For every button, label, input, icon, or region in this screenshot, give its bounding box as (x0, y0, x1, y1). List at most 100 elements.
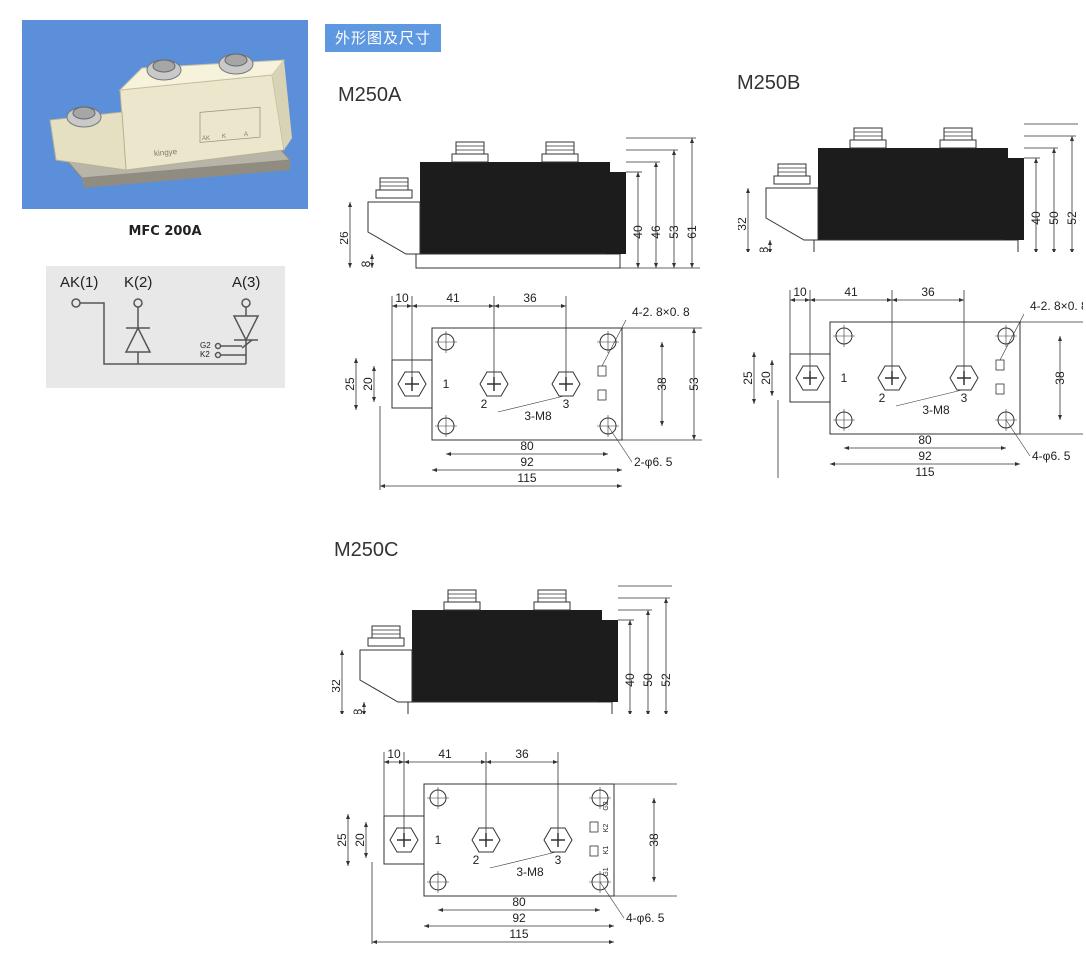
pin-label-a: A(3) (232, 274, 261, 291)
model-title-m250a: M250A (338, 84, 402, 106)
dim-height-right: 52 (1065, 211, 1078, 225)
dim-top-1: 10 (793, 285, 807, 299)
terminal-label-1: 1 (435, 833, 442, 847)
terminal-washer (939, 139, 977, 149)
terminal-nut (943, 127, 973, 141)
dim-bottom-80: 80 (520, 439, 534, 453)
screw-spec: 3-M8 (922, 403, 950, 417)
left-terminal-ledge (367, 201, 421, 255)
terminal-washer (443, 601, 481, 611)
tab-label: K2 (603, 824, 610, 833)
terminal-nut (455, 141, 485, 155)
terminal-nut (777, 163, 807, 177)
circuit-symbol: AK(1) K(2) A(3) G2 K2 (46, 266, 285, 388)
dim-top-2: 41 (438, 747, 452, 761)
dim-height-left: 32 (738, 217, 749, 231)
left-terminal-ledge (359, 649, 413, 703)
gate-tab (589, 821, 599, 833)
dim-base: 8 (359, 260, 373, 267)
tab-label: G2 (603, 801, 610, 810)
dim-height-right: 52 (659, 673, 672, 687)
terminal-label-1: 1 (841, 371, 848, 385)
dim-left-outer: 25 (335, 833, 349, 847)
terminal-washer (541, 153, 579, 163)
terminal-label-2: 2 (473, 853, 480, 867)
dim-height-right: 61 (685, 225, 699, 239)
dim-left-outer: 25 (343, 377, 357, 391)
hole-spec: 4-φ6. 5 (626, 911, 665, 925)
module-outline (829, 321, 1021, 435)
right-shoulder (1004, 158, 1024, 240)
dim-right-inner: 38 (655, 377, 669, 391)
dim-bottom-115: 115 (517, 471, 536, 485)
left-terminal-ledge (765, 187, 819, 241)
gate-tab (995, 359, 1005, 371)
gate-label-g2: G2 (200, 341, 211, 350)
hole-spec: 2-φ6. 5 (634, 455, 673, 469)
terminal-label-2: 2 (481, 397, 488, 411)
terminal-washer (849, 139, 887, 149)
terminal-washer (451, 153, 489, 163)
dim-top-3: 36 (523, 291, 537, 305)
dim-top-2: 41 (446, 291, 460, 305)
label-pin-k: K (222, 134, 227, 140)
dim-top-1: 10 (395, 291, 409, 305)
terminal-nut (371, 625, 401, 639)
dim-bottom-115: 115 (509, 927, 528, 941)
label-pin-ak: AK (202, 136, 211, 142)
dim-left-inner: 20 (353, 833, 367, 847)
terminal-nut (447, 589, 477, 603)
tab-spec: 4-2. 8×0. 8 (1030, 299, 1083, 313)
top-view-m250c: 1233-M8104136252038508092115G2K2K1G14-φ6… (335, 747, 677, 944)
screw-spec: 3-M8 (516, 865, 544, 879)
dim-top-3: 36 (515, 747, 529, 761)
dim-height-left: 32 (332, 679, 343, 693)
pin-label-ak: AK(1) (60, 274, 99, 291)
dim-bottom-80: 80 (512, 895, 526, 909)
circuit-diagram (71, 298, 260, 365)
terminal-nut (379, 177, 409, 191)
terminal-label-3: 3 (563, 397, 570, 411)
screw-spec: 3-M8 (524, 409, 552, 423)
terminal-label-1: 1 (443, 377, 450, 391)
tab-label: G1 (603, 867, 610, 876)
side-view-m250c: 32840505260 (332, 585, 672, 714)
terminal-washer (533, 601, 571, 611)
dim-height-left: 26 (340, 231, 351, 245)
base-plate (407, 701, 613, 714)
module-outline (431, 327, 623, 441)
dim-bottom-80: 80 (918, 433, 932, 447)
module-body (818, 148, 1008, 240)
dim-left-outer: 25 (741, 371, 755, 385)
model-title-m250c: M250C (334, 539, 399, 561)
dim-height-right: 50 (1047, 211, 1061, 225)
dim-left-inner: 20 (759, 371, 773, 385)
dim-base: 8 (351, 708, 365, 714)
module-outline (423, 783, 615, 897)
pin-label-k: K(2) (124, 274, 153, 291)
gate-tab (597, 365, 607, 377)
gate-tab (995, 383, 1005, 395)
dim-height-right: 40 (631, 225, 645, 239)
base-plate (415, 253, 621, 269)
tab-spec: 4-2. 8×0. 8 (632, 305, 690, 319)
terminal-nut (545, 141, 575, 155)
dim-bottom-115: 115 (915, 465, 934, 478)
module-illustration (49, 53, 292, 188)
dim-bottom-92: 92 (918, 449, 932, 463)
right-shoulder (606, 172, 626, 254)
dim-height-right: 53 (667, 225, 681, 239)
dim-bottom-92: 92 (520, 455, 534, 469)
terminal-washer (367, 637, 405, 647)
dim-right-inner: 38 (1053, 371, 1067, 385)
terminal-nut (537, 589, 567, 603)
product-caption: MFC 200A (128, 224, 202, 239)
terminal-label-2: 2 (879, 391, 886, 405)
model-title-m250b: M250B (737, 72, 801, 94)
terminal-washer (773, 175, 811, 185)
terminal-label-3: 3 (961, 391, 968, 405)
module-body (412, 610, 602, 702)
